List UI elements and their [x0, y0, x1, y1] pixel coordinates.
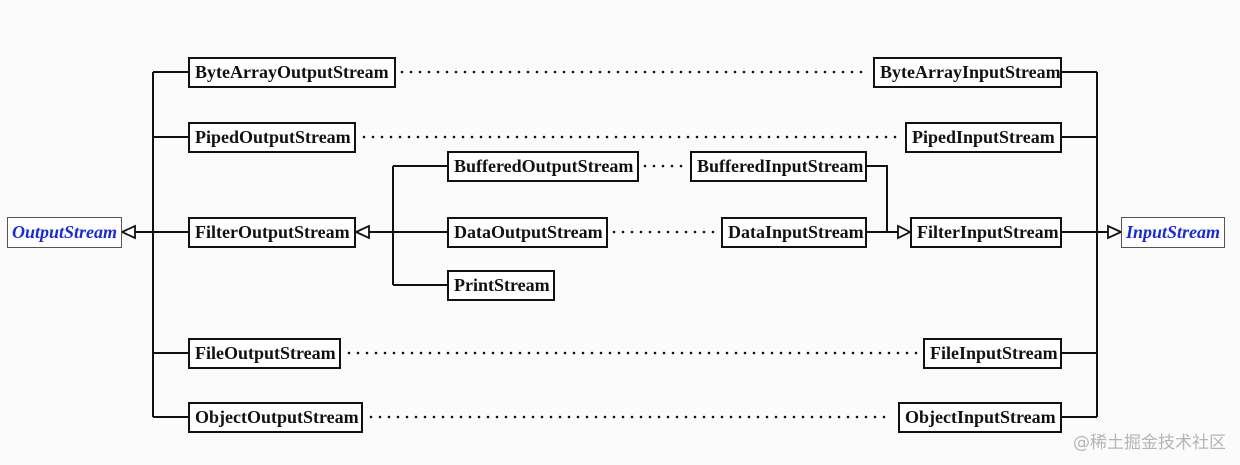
output-stream-arrowhead	[119, 224, 136, 240]
input-stream-node: InputStream	[1121, 217, 1225, 248]
file-input-stream-node: FileInputStream	[923, 338, 1062, 369]
object-input-stream-node: ObjectInputStream	[898, 402, 1062, 433]
object-output-stream-node: ObjectOutputStream	[188, 402, 363, 433]
data-output-stream-node: DataOutputStream	[447, 217, 608, 248]
filter-output-stream-node: FilterOutputStream	[188, 217, 356, 248]
byte-array-input-stream-node: ByteArrayInputStream	[873, 57, 1062, 88]
filter-input-arrowhead	[897, 224, 913, 240]
filter-input-stream-node: FilterInputStream	[910, 217, 1062, 248]
branch-buffered-input	[867, 165, 888, 232]
watermark-text: @稀土掘金技术社区	[1073, 433, 1226, 453]
input-stream-arrowhead	[1107, 224, 1124, 240]
data-input-stream-node: DataInputStream	[721, 217, 867, 248]
filter-output-arrowhead	[353, 224, 370, 240]
piped-input-stream-node: PipedInputStream	[905, 122, 1062, 153]
byte-array-output-stream-node: ByteArrayOutputStream	[188, 57, 396, 88]
print-stream-node: PrintStream	[447, 270, 555, 301]
file-output-stream-node: FileOutputStream	[188, 338, 341, 369]
piped-output-stream-node: PipedOutputStream	[188, 122, 356, 153]
output-stream-node: OutputStream	[7, 217, 122, 248]
buffered-output-stream-node: BufferedOutputStream	[447, 151, 639, 182]
buffered-input-stream-node: BufferedInputStream	[690, 151, 867, 182]
